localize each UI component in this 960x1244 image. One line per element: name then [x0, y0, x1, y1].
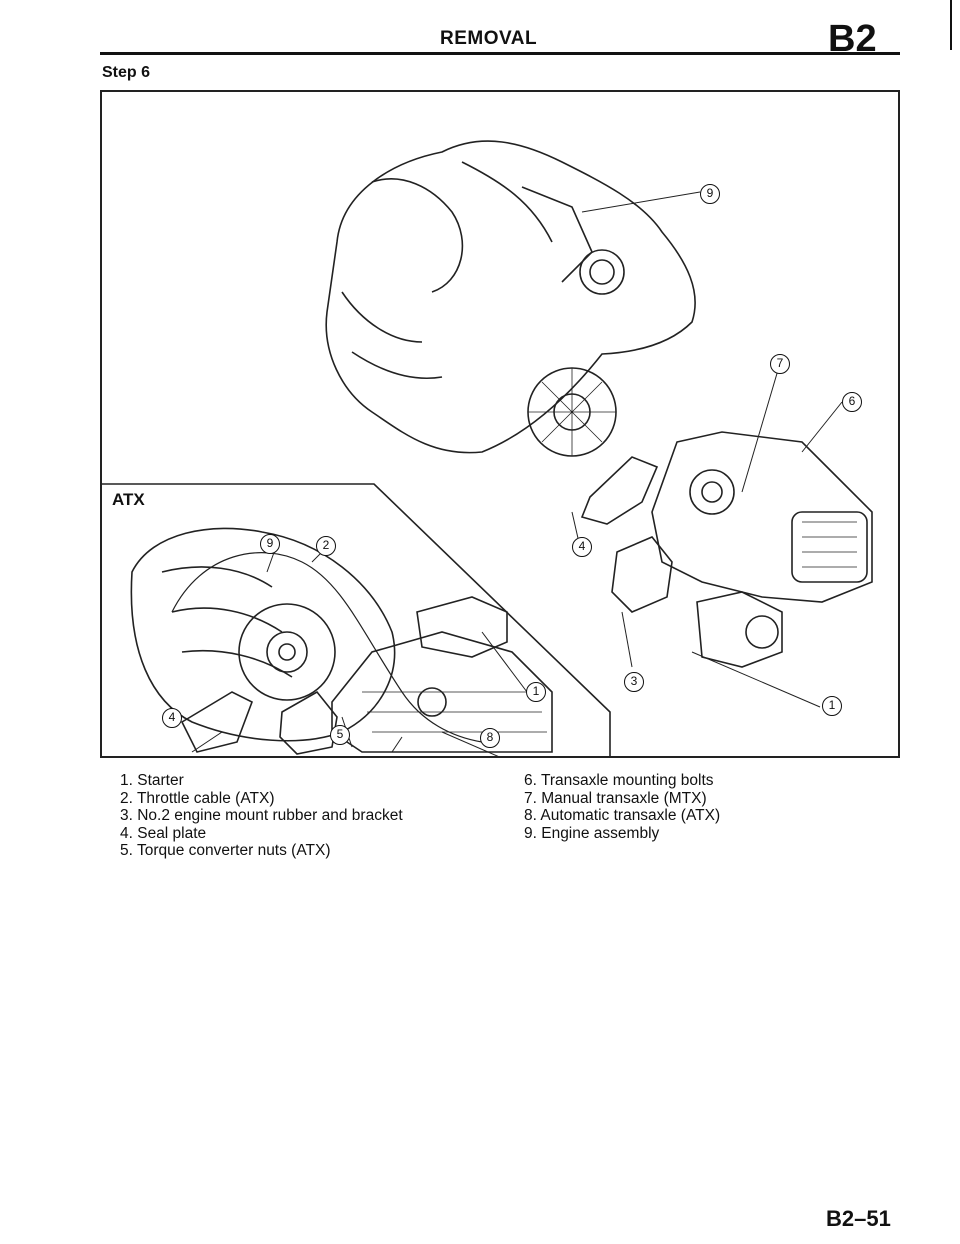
starter-lower — [416, 596, 508, 658]
header-rule — [100, 52, 900, 55]
seal-plate-lower — [180, 691, 254, 753]
callout-4-lower: 4 — [162, 708, 182, 728]
mount-upper — [611, 536, 673, 613]
legend-item: 1. Starter — [120, 772, 184, 789]
starter-upper — [696, 591, 783, 668]
callout-7-upper: 7 — [770, 354, 790, 374]
legend-item: 7. Manual transaxle (MTX) — [524, 789, 707, 807]
manual-transaxle-shape — [651, 431, 873, 603]
legend-right: 6. Transaxle mounting bolts 7. Manual tr… — [524, 772, 720, 842]
callout-8-lower: 8 — [480, 728, 500, 748]
page-number: B2–51 — [826, 1206, 891, 1231]
legend-left: 1. Starter 2. Throttle cable (ATX) 3. No… — [120, 772, 403, 860]
engine-assembly-shape — [325, 140, 696, 454]
callout-1-upper: 1 — [822, 696, 842, 716]
crop-mark — [950, 0, 952, 50]
callout-9-upper: 9 — [700, 184, 720, 204]
legend-item: 5. Torque converter nuts (ATX) — [120, 842, 331, 859]
legend-item: 3. No.2 engine mount rubber and bracket — [120, 807, 403, 824]
atx-label: ATX — [112, 490, 145, 509]
legend-item: 9. Engine assembly — [524, 824, 660, 842]
callout-3-upper: 3 — [624, 672, 644, 692]
callout-9-lower: 9 — [260, 534, 280, 554]
callout-6-upper: 6 — [842, 392, 862, 412]
exploded-view-figure: ATX 9 7 6 4 3 1 9 2 1 5 6 4 3 8 — [100, 90, 900, 758]
legend-item: 2. Throttle cable (ATX) — [120, 789, 275, 807]
callout-5-lower: 5 — [330, 725, 350, 745]
step-label: Step 6 — [102, 64, 151, 81]
engine-illustration — [102, 140, 873, 756]
atx-inset-divider — [102, 483, 611, 756]
mount-lower — [279, 690, 338, 755]
legend-item: 4. Seal plate — [120, 824, 207, 842]
page-title: REMOVAL — [440, 28, 538, 49]
legend-item: 8. Automatic transaxle (ATX) — [524, 807, 721, 824]
seal-plate-upper — [580, 456, 659, 525]
legend-item: 6. Transaxle mounting bolts — [524, 772, 714, 789]
throttle-cable — [171, 552, 483, 743]
flywheel-lower — [238, 603, 336, 701]
callout-1-lower: 1 — [526, 682, 546, 702]
callout-2-lower: 2 — [316, 536, 336, 556]
callout-4-upper: 4 — [572, 537, 592, 557]
